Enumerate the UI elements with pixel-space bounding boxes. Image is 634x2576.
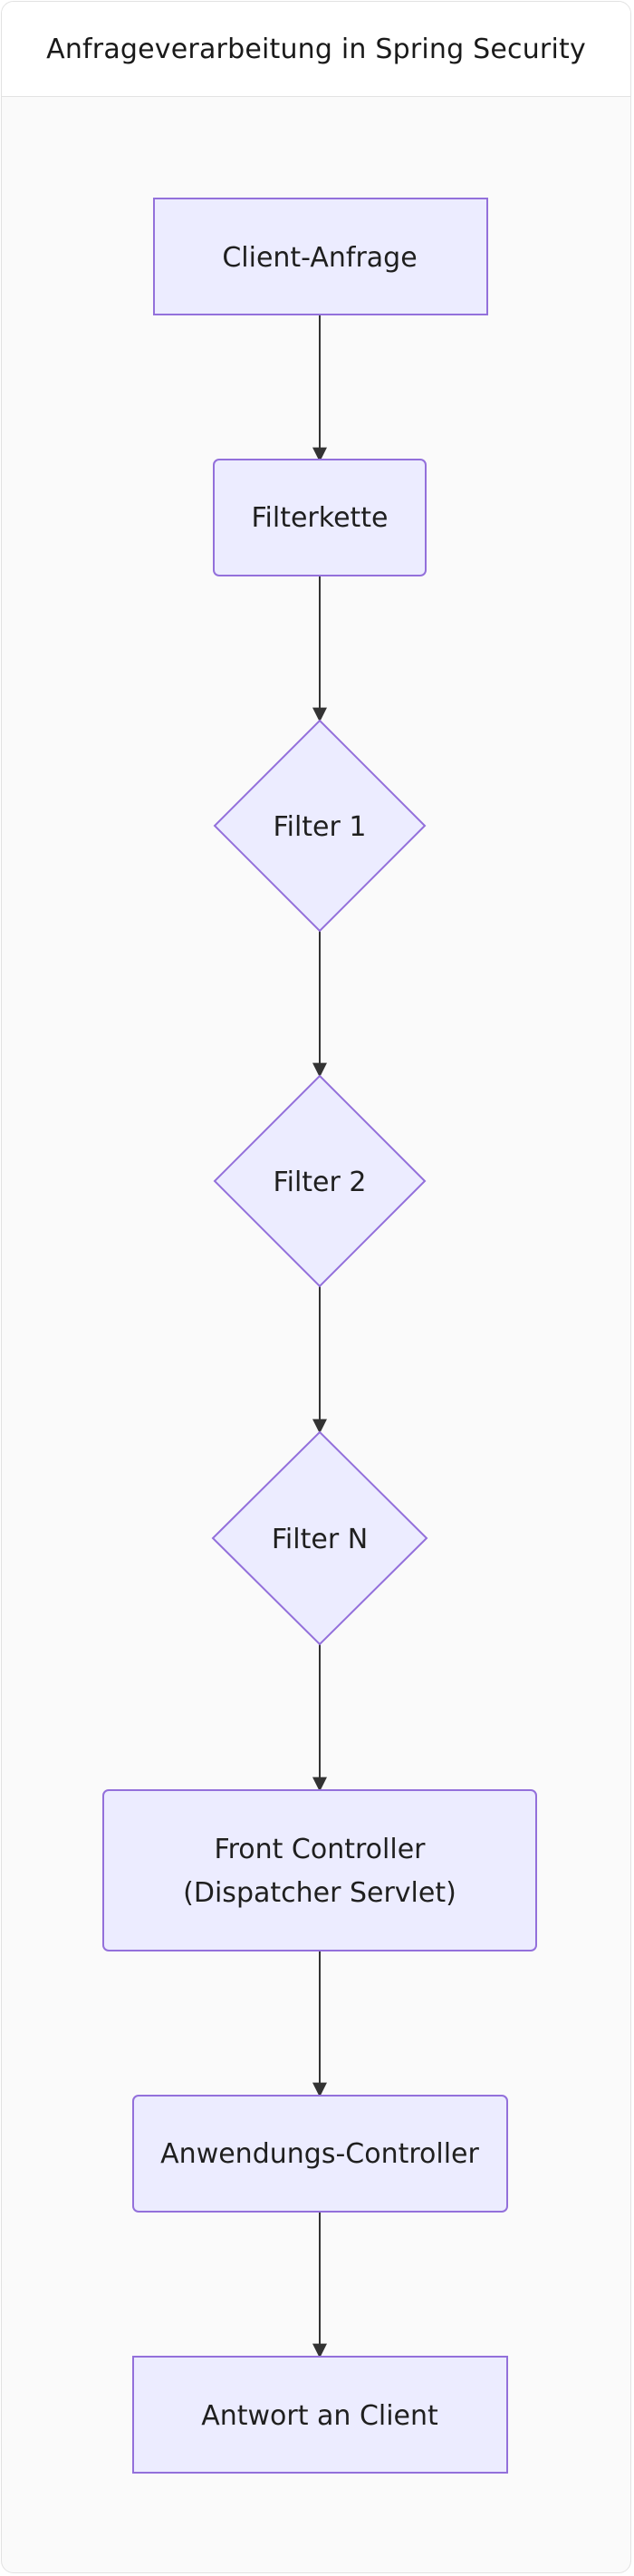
- node-front-controller-shape: [102, 1789, 537, 1951]
- node-filter-chain: Filterkette: [213, 459, 427, 576]
- node-client-request: Client-Anfrage: [153, 198, 488, 315]
- node-front-controller-label-line2: (Dispatcher Servlet): [183, 1877, 456, 1909]
- node-filter-2-label: Filter 2: [274, 1167, 367, 1198]
- node-app-controller: Anwendungs-Controller: [132, 2095, 508, 2213]
- node-filter-chain-label: Filterkette: [251, 502, 388, 534]
- node-filter-2-shape: [213, 1074, 427, 1288]
- node-filter-n: Filter N: [211, 1430, 428, 1646]
- node-client-request-label: Client-Anfrage: [222, 242, 417, 274]
- node-filter-1: Filter 1: [213, 719, 427, 933]
- node-filter-1-shape: [213, 719, 427, 933]
- diagram-header: Anfrageverarbeitung in Spring Security: [2, 2, 630, 97]
- node-filter-n-label: Filter N: [272, 1524, 368, 1555]
- node-filter-n-shape: [211, 1430, 428, 1646]
- node-filter-2: Filter 2: [213, 1074, 427, 1288]
- node-response-label: Antwort an Client: [201, 2400, 438, 2432]
- node-response: Antwort an Client: [132, 2356, 508, 2474]
- node-filter-chain-shape: [213, 459, 427, 576]
- diagram-title: Anfrageverarbeitung in Spring Security: [46, 33, 586, 65]
- node-filter-1-label: Filter 1: [274, 811, 367, 843]
- node-client-request-shape: [153, 198, 488, 315]
- node-response-shape: [132, 2356, 508, 2474]
- node-app-controller-shape: [132, 2095, 508, 2213]
- node-app-controller-label: Anwendungs-Controller: [160, 2138, 479, 2170]
- node-front-controller: Front Controller (Dispatcher Servlet): [102, 1789, 537, 1951]
- node-front-controller-label-line1: Front Controller: [215, 1834, 427, 1865]
